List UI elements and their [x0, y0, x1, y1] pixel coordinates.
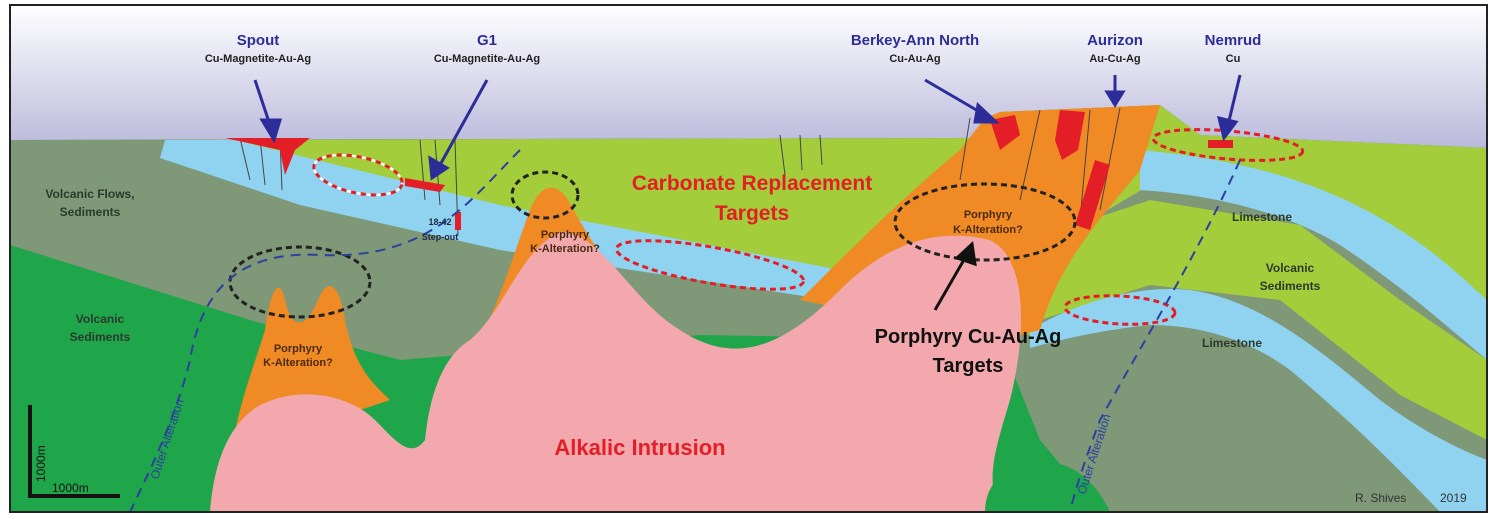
deposit-name: Berkey-Ann North: [851, 32, 979, 49]
volcanic-sediments-left-label-2: Sediments: [70, 330, 131, 344]
volcanic-flows-label-2: Sediments: [60, 205, 121, 219]
drillhole-label-2: Step-out: [422, 232, 459, 242]
deposit-type: Au-Cu-Ag: [1089, 53, 1140, 65]
deposit-name: Spout: [237, 32, 280, 49]
porphyry-k-label-2: K-Alteration?: [263, 357, 333, 369]
volcanic-sediments-left-label: Volcanic: [76, 312, 125, 326]
deposit-arrows: [253, 74, 1242, 181]
porphyry-arrow: [933, 240, 977, 311]
deposit-type: Cu: [1226, 53, 1241, 65]
scale-bar: [28, 405, 120, 498]
volcanic-sediments-right-label-2: Sediments: [1260, 279, 1321, 293]
carbonate-target-4: [1063, 294, 1177, 326]
deposit-type: Cu-Magnetite-Au-Ag: [205, 53, 311, 65]
volcanic-sediments-right-layer: [1040, 200, 1487, 440]
carbonate-target-2: [614, 239, 806, 291]
carbonate-targets-label: Carbonate Replacement: [632, 172, 872, 195]
deposit-name: Aurizon: [1087, 32, 1143, 49]
porphyry-target-3: [893, 182, 1077, 262]
porphyry-target-1: [228, 245, 372, 319]
porphyry-k-label: Porphyry: [274, 343, 323, 355]
horizontal-scale-label: 1000m: [52, 481, 89, 495]
outer-alteration-lines: [129, 149, 1241, 513]
volcanic-sediments-right-label: Volcanic: [1266, 261, 1315, 275]
vertical-scale-label: 1000m: [34, 445, 48, 482]
deposit-name: G1: [477, 32, 497, 49]
alkalic-intrusion: [210, 231, 1022, 513]
drill-holes: [239, 107, 1121, 236]
limestone-lower-right-band: [1030, 289, 1487, 512]
porphyry-targets-label-2: Targets: [933, 355, 1004, 377]
porphyry-k-label: Porphyry: [541, 229, 590, 241]
volcanic-sediments-bottom-patch: [985, 461, 1110, 512]
porphyry-k-label-2: K-Alteration?: [953, 224, 1023, 236]
deposit-type: Cu-Au-Ag: [889, 53, 940, 65]
credit-author: R. Shives: [1355, 491, 1406, 505]
porphyry-k-label: Porphyry: [964, 209, 1013, 221]
sky: [10, 5, 1487, 155]
limestone-upper-right-band: [1140, 150, 1487, 360]
limestone-left-band: [160, 140, 830, 300]
volcanic-flows-label: Volcanic Flows,: [45, 187, 134, 201]
limestone-lower-label: Limestone: [1202, 336, 1262, 350]
limestone-upper-label: Limestone: [1232, 210, 1292, 224]
credit-year: 2019: [1440, 491, 1467, 505]
porphyry-k-label-2: K-Alteration?: [530, 243, 600, 255]
ore-bodies: [225, 110, 1233, 230]
deposit-name: Nemrud: [1205, 32, 1262, 49]
frame: [9, 4, 1488, 513]
porphyry-targets-label: Porphyry Cu-Au-Ag: [875, 326, 1062, 348]
porphyry-target-outlines: [228, 170, 1077, 319]
deposit-type: Cu-Magnetite-Au-Ag: [434, 53, 540, 65]
carbonate-target-1: [312, 153, 404, 197]
porphyry-target-2: [510, 170, 580, 220]
alkalic-intrusion-label: Alkalic Intrusion: [554, 435, 725, 460]
drillhole-label: 18-42: [428, 217, 451, 227]
carbonate-targets-label-2: Targets: [715, 202, 789, 225]
